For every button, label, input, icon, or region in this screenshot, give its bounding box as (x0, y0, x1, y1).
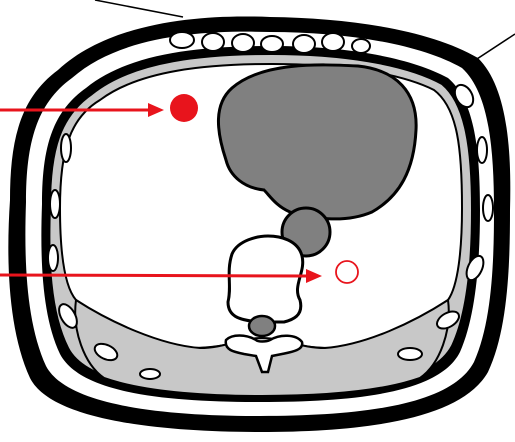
rib-right-3 (483, 195, 493, 221)
rib-left-2 (50, 190, 60, 218)
cartilage-7 (352, 39, 370, 53)
spinal-cord (249, 316, 275, 336)
filled-red-marker (170, 94, 198, 122)
cartilage-5 (293, 35, 315, 53)
rib-right-6 (398, 348, 422, 360)
rib-left-1 (61, 134, 71, 162)
vertebral-body (228, 236, 303, 322)
cartilage-4 (261, 36, 283, 52)
lower-arrow-shaft (0, 275, 308, 276)
rib-left-6 (140, 369, 160, 379)
cartilage-3 (232, 34, 254, 52)
rib-right-2 (477, 137, 487, 163)
cartilage-2 (202, 33, 224, 51)
cartilage-1 (170, 32, 194, 48)
cartilage-6 (322, 33, 344, 51)
rib-left-3 (48, 245, 58, 271)
leader-line-top-left (95, 0, 183, 17)
